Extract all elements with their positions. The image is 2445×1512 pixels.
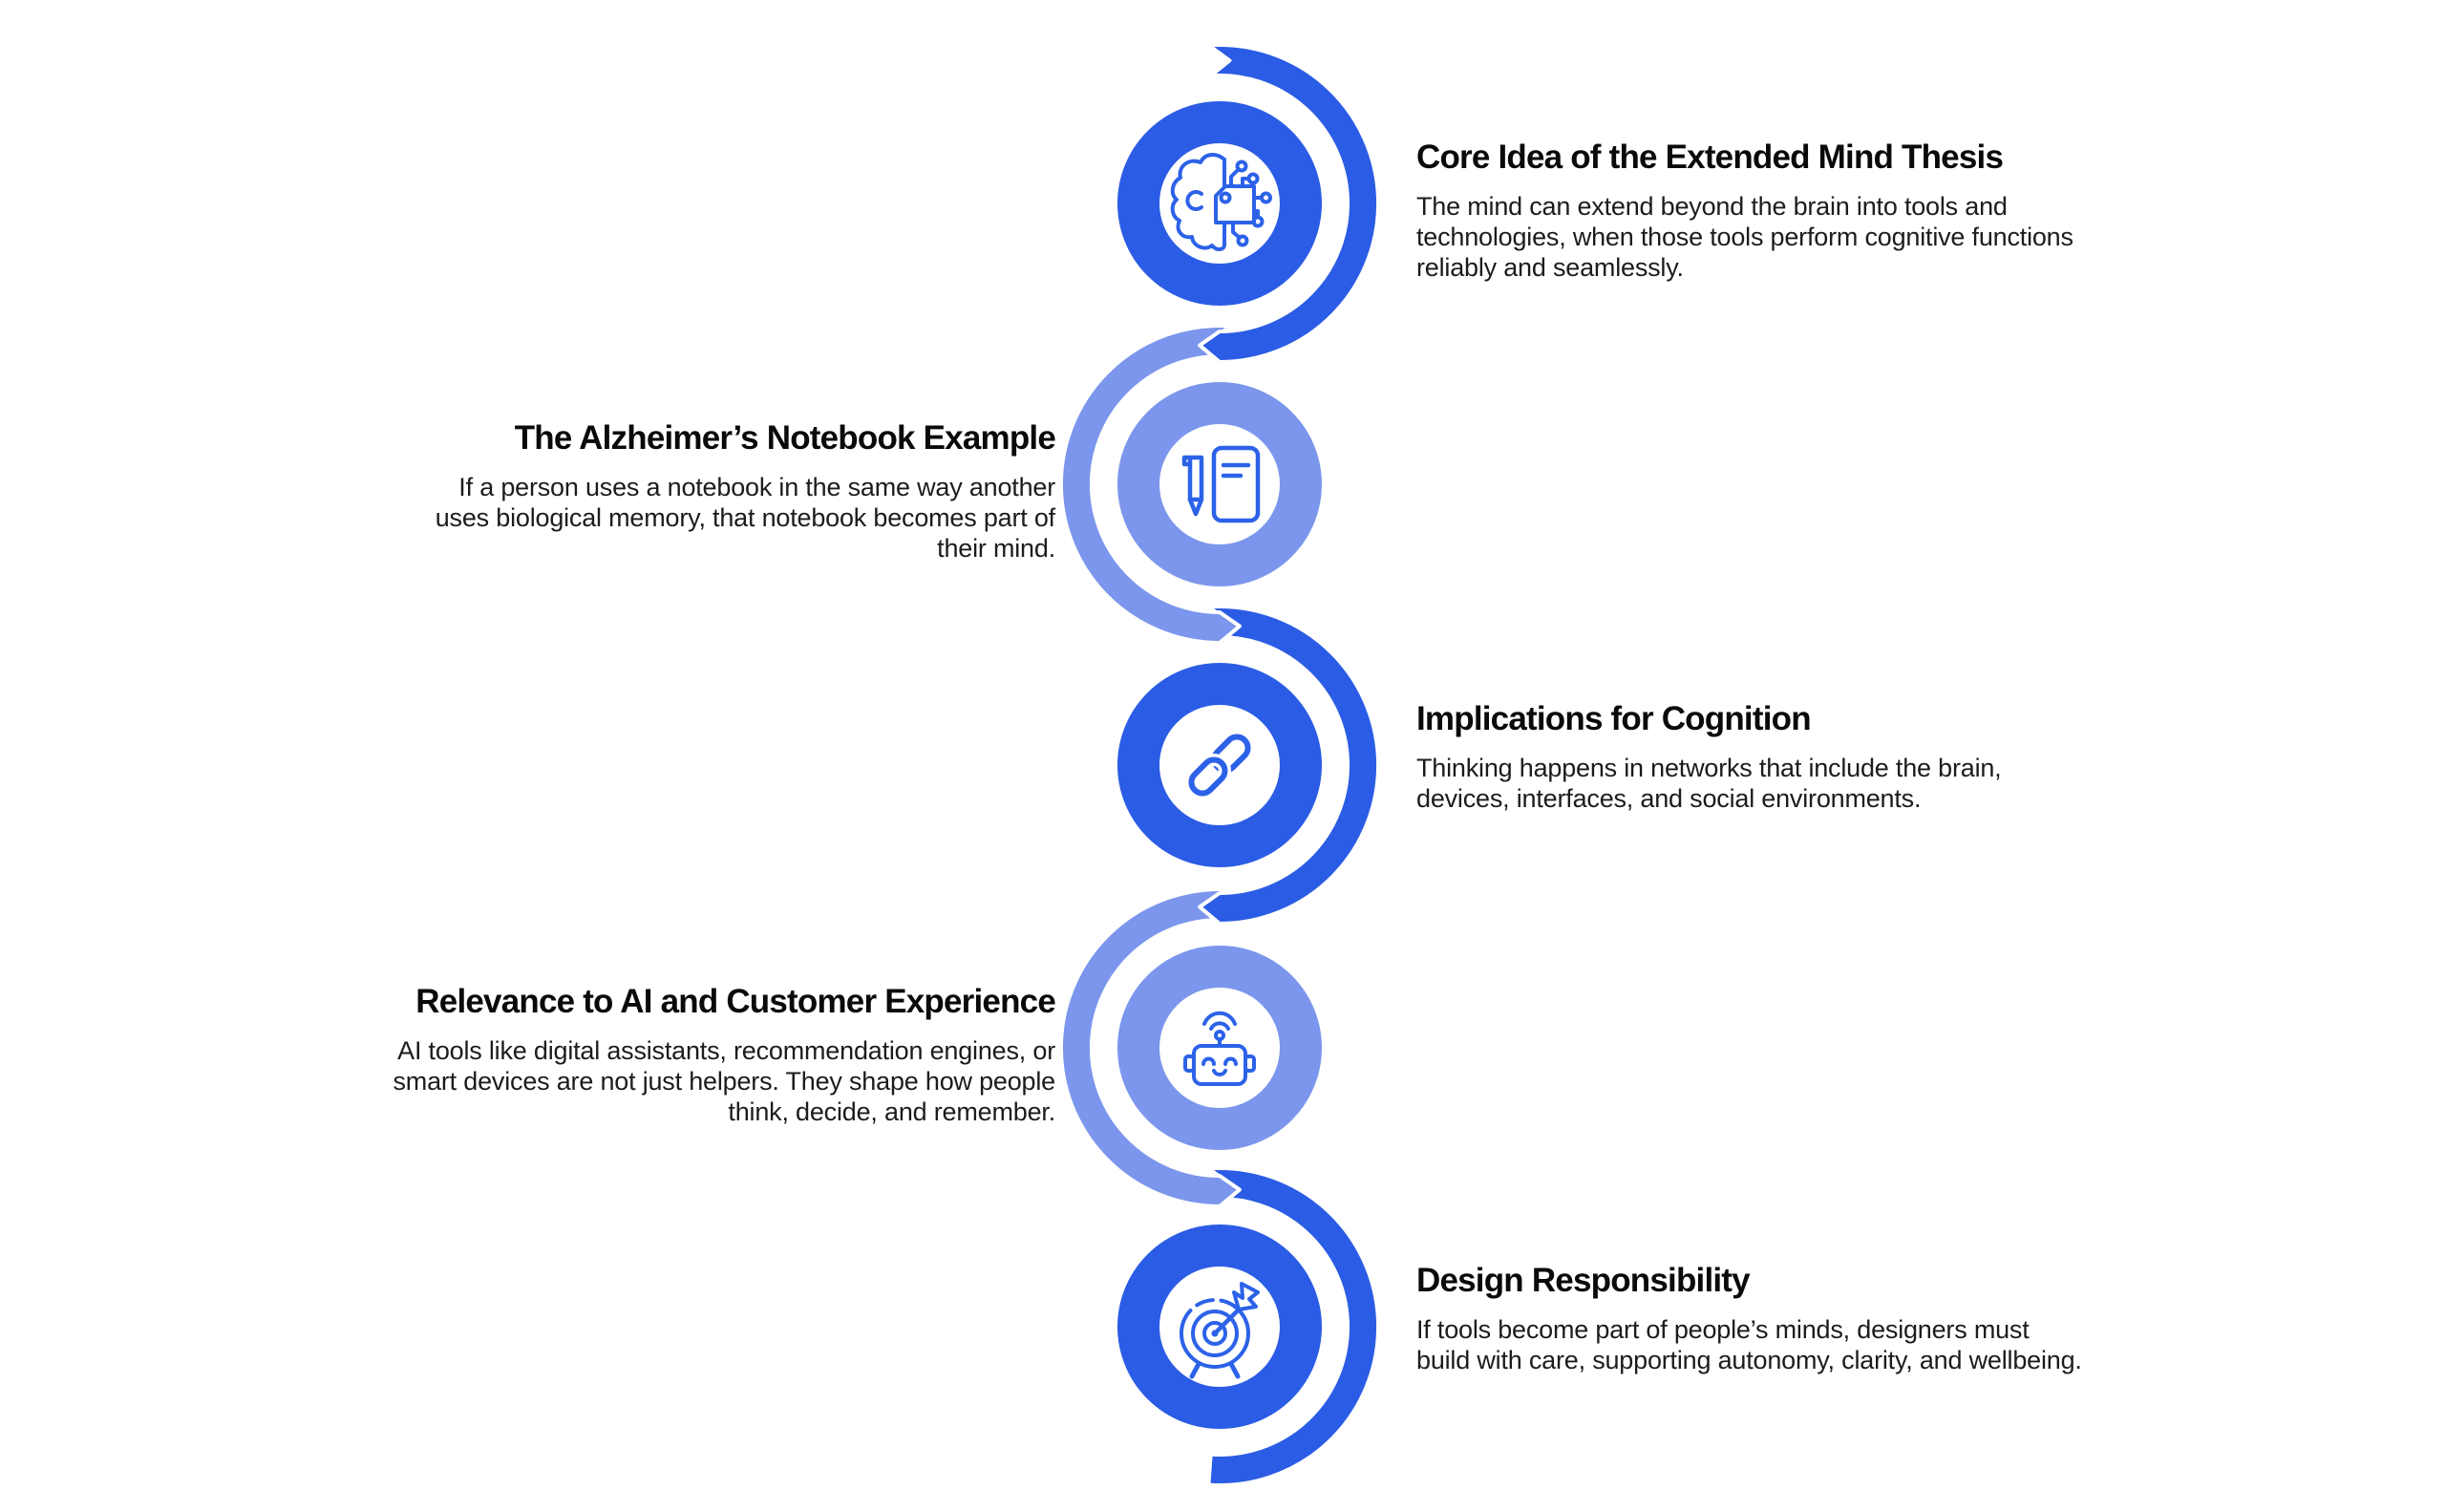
step-body: If tools become part of people’s minds, … bbox=[1416, 1314, 2082, 1374]
step-body: If a person uses a notebook in the same … bbox=[435, 472, 1055, 564]
step-title: Design Responsibility bbox=[1416, 1262, 1751, 1299]
step-body: The mind can extend beyond the brain int… bbox=[1416, 191, 2073, 283]
node-ring-5 bbox=[1117, 1225, 1322, 1429]
step-title: Relevance to AI and Customer Experience bbox=[415, 983, 1056, 1020]
step-body: Thinking happens in networks that includ… bbox=[1416, 753, 2002, 813]
brain-circuit-icon bbox=[1170, 153, 1272, 251]
step-title: Core Idea of the Extended Mind Thesis bbox=[1416, 138, 2004, 176]
node-ring-4 bbox=[1117, 946, 1322, 1150]
step-text-3: Implications for Cognition Thinking happ… bbox=[1416, 700, 2085, 814]
node-ring-3 bbox=[1117, 663, 1322, 867]
step-text-2: The Alzheimer’s Notebook Example If a pe… bbox=[406, 419, 1056, 564]
timeline-graphic bbox=[1058, 43, 1381, 1487]
step-body: AI tools like digital assistants, recomm… bbox=[393, 1035, 1055, 1127]
step-text-5: Design Responsibility If tools become pa… bbox=[1416, 1262, 2085, 1375]
node-ring-2 bbox=[1117, 382, 1322, 586]
step-title: Implications for Cognition bbox=[1416, 700, 1812, 737]
step-title: The Alzheimer’s Notebook Example bbox=[514, 419, 1056, 457]
target-arrow-icon bbox=[1180, 1282, 1260, 1379]
step-text-4: Relevance to AI and Customer Experience … bbox=[368, 983, 1056, 1128]
robot-icon bbox=[1183, 1011, 1256, 1086]
node-ring-1 bbox=[1117, 101, 1322, 306]
chain-link-icon bbox=[1184, 734, 1251, 800]
step-text-1: Core Idea of the Extended Mind Thesis Th… bbox=[1416, 138, 2085, 284]
notebook-pen-icon bbox=[1181, 445, 1261, 523]
